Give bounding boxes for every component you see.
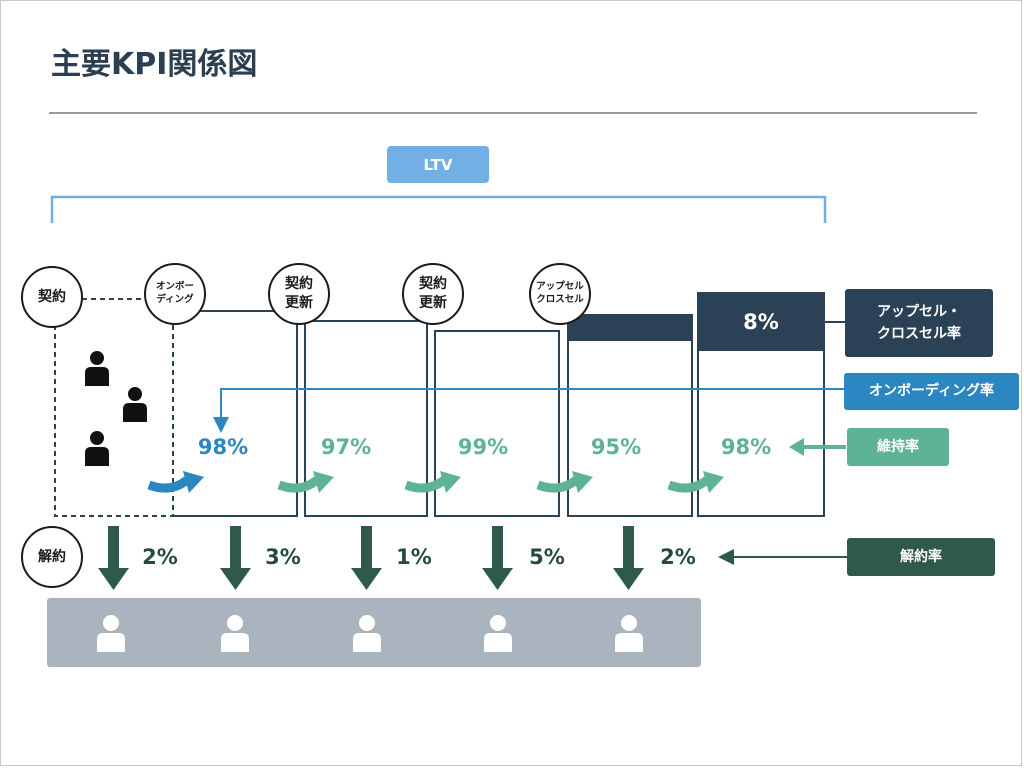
churn-arrow [98,526,129,590]
stage-node-contract: 契約 [21,266,83,328]
person-icon [97,615,125,652]
stage-box-4-upsell-bar [568,315,692,341]
stage-box-3 [434,330,560,517]
churned-customers-band [47,598,701,667]
churn-arrow [220,526,251,590]
page-title: 主要KPI関係図 [51,47,258,82]
person-icon [85,431,109,466]
ltv-label: LTV [387,146,489,183]
churn-rate: 3% [265,545,301,569]
churn-node: 解約 [21,526,83,588]
churn-arrow [613,526,644,590]
churn-arrow [482,526,513,590]
retention-rate: 99% [457,435,509,459]
retention-rate: 95% [590,435,642,459]
person-icon [615,615,643,652]
stage-node-renewal-2: 契約 更新 [402,263,464,325]
person-icon [353,615,381,652]
retention-flow-arrow [277,471,334,493]
churn-arrow [351,526,382,590]
churn-rate: 5% [529,545,565,569]
legend-upsell-crosssell-rate: アップセル・ クロスセル率 [845,289,993,357]
onboarding-rate: 98% [197,435,249,459]
ltv-bracket [50,195,827,223]
churn-rate: 2% [660,545,696,569]
person-icon [221,615,249,652]
stage-box-2 [304,320,428,517]
retention-flow-arrow [536,471,593,493]
stage-node-renewal-1: 契約 更新 [268,263,330,325]
onboarding-flow-arrow [147,471,204,493]
person-icon [123,387,147,422]
retention-rate: 97% [320,435,372,459]
person-icon [85,351,109,386]
retention-rate: 98% [720,435,772,459]
legend-retention-rate: 維持率 [847,428,949,466]
onboarding-pointer-line [213,388,844,433]
stage-node-onboarding: オンボー ディング [144,263,206,325]
stage-box-1 [173,310,298,517]
upsell-rate-value: 8% [698,293,824,351]
legend-churn-rate: 解約率 [847,538,995,576]
retention-pointer-arrow [789,438,846,456]
person-icon [484,615,512,652]
churn-rate: 2% [142,545,178,569]
legend-onboarding-rate: オンボーディング率 [844,373,1019,410]
stage-node-upsell-crosssell: アップセル クロスセル [529,263,591,325]
title-divider [49,112,977,114]
retention-flow-arrow [667,471,724,493]
churn-rate: 1% [396,545,432,569]
retention-flow-arrow [404,471,461,493]
